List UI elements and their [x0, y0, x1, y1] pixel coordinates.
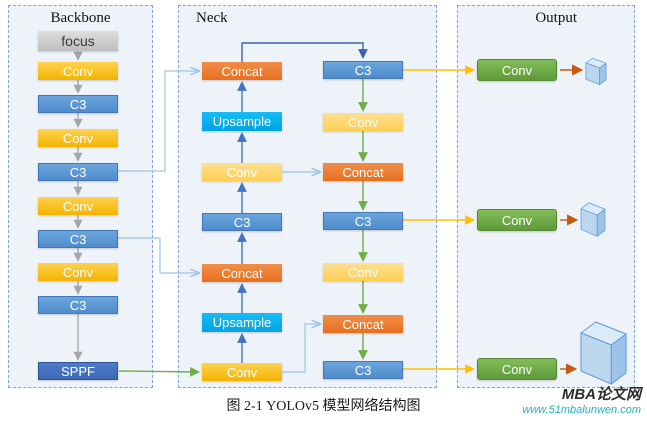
neck-col1-concat-1: Concat	[202, 62, 282, 80]
figure-caption: 图 2-1 YOLOv5 模型网络结构图	[226, 399, 421, 414]
neck-col2-conv-2: Conv	[323, 263, 403, 281]
output-title: Output	[535, 10, 577, 26]
backbone-node-focus: focus	[38, 31, 118, 51]
watermark-brand: MBA论文网	[561, 386, 641, 403]
neck-col2-conv-1: Conv	[323, 113, 403, 131]
watermark: MBA论文网 www.51mbalunwen.com	[522, 386, 641, 416]
feature-map-small-icon	[585, 57, 607, 86]
backbone-node-c3-3: C3	[38, 230, 118, 248]
neck-col1-conv-2: Conv	[202, 363, 282, 381]
backbone-node-conv-2: Conv	[38, 129, 118, 147]
backbone-node-c3-4: C3	[38, 296, 118, 314]
backbone-node-conv-3: Conv	[38, 197, 118, 215]
backbone-node-c3-2: C3	[38, 163, 118, 181]
backbone-node-sppf: SPPF	[38, 362, 118, 380]
backbone-node-conv-4: Conv	[38, 263, 118, 281]
neck-col1-c3: C3	[202, 213, 282, 231]
output-conv-2: Conv	[477, 209, 557, 231]
neck-col1-upsample-1: Upsample	[202, 112, 282, 131]
backbone-title: Backbone	[50, 10, 111, 26]
watermark-url: www.51mbalunwen.com	[522, 403, 641, 416]
feature-map-large-icon	[580, 321, 627, 385]
neck-title: Neck	[196, 10, 228, 26]
neck-col1-conv-1: Conv	[202, 163, 282, 181]
neck-col1-upsample-2: Upsample	[202, 313, 282, 332]
neck-col1-concat-2: Concat	[202, 264, 282, 282]
neck-col2-c3-1: C3	[323, 61, 403, 79]
neck-col2-c3-3: C3	[323, 361, 403, 379]
feature-map-medium-icon	[580, 202, 606, 237]
neck-col2-c3-2: C3	[323, 212, 403, 230]
output-conv-3: Conv	[477, 358, 557, 380]
neck-col2-concat-2: Concat	[323, 315, 403, 333]
output-conv-1: Conv	[477, 59, 557, 81]
neck-col2-concat-1: Concat	[323, 163, 403, 181]
backbone-node-c3-1: C3	[38, 95, 118, 113]
backbone-node-conv-1: Conv	[38, 62, 118, 80]
